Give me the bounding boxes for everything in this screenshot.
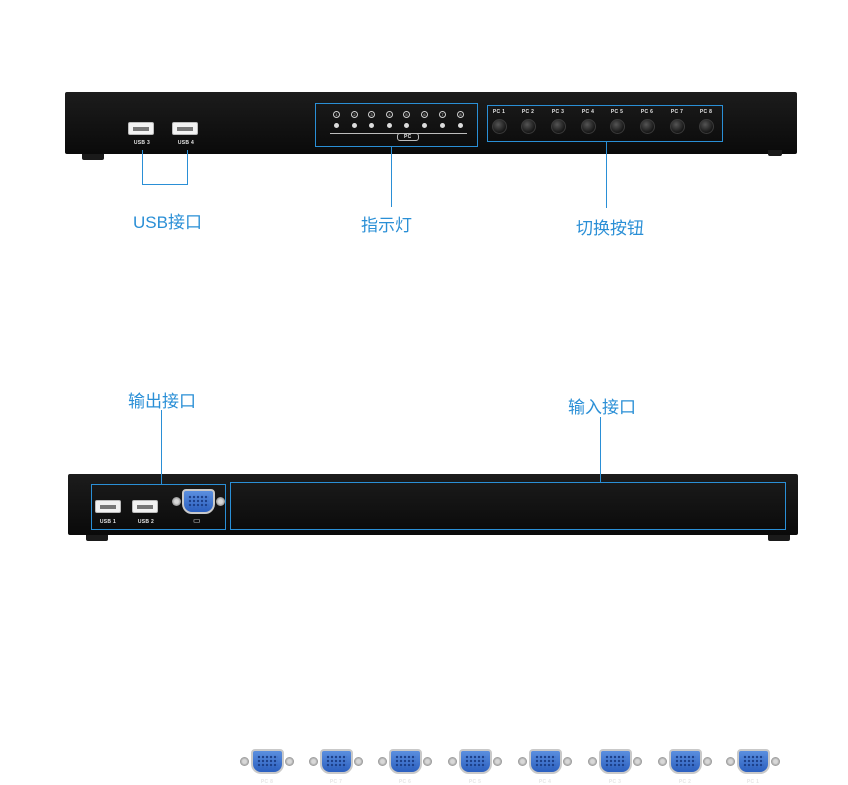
switch-button-4[interactable] bbox=[581, 119, 596, 134]
vga-screw bbox=[493, 757, 502, 766]
vga-screw bbox=[378, 757, 387, 766]
switch-button-7[interactable] bbox=[670, 119, 685, 134]
vga-screw bbox=[726, 757, 735, 766]
caption-usb-interface: USB接口 bbox=[133, 213, 202, 232]
led-number-3: 3 bbox=[368, 111, 375, 118]
vga-input-port bbox=[599, 749, 632, 774]
switch-button-label: PC 8 bbox=[699, 109, 713, 115]
rear-panel-view: USB 1 USB 2 ▭ PC 8 PC 7 PC 6 PC 5 PC 4 PC 3 PC… bbox=[0, 260, 848, 785]
indicator-highlight-box bbox=[315, 103, 478, 147]
caption-output-interface: 输出接口 bbox=[128, 392, 196, 411]
switch-button-label: PC 1 bbox=[492, 109, 506, 115]
vga-screw bbox=[172, 497, 181, 506]
usb-leader-right bbox=[187, 150, 188, 184]
led-indicator-6 bbox=[422, 123, 427, 128]
switch-button-6[interactable] bbox=[640, 119, 655, 134]
led-number-6: 6 bbox=[421, 111, 428, 118]
vga-screw bbox=[658, 757, 667, 766]
vga-input-port bbox=[251, 749, 284, 774]
output-highlight-box bbox=[91, 484, 226, 530]
usb-leader-join bbox=[142, 184, 188, 185]
led-indicator-3 bbox=[369, 123, 374, 128]
vga-input-label: PC 4 bbox=[538, 779, 552, 785]
usb-port-label: USB 2 bbox=[137, 519, 155, 525]
led-indicator-7 bbox=[440, 123, 445, 128]
front-foot-right bbox=[768, 150, 782, 156]
vga-input-port bbox=[320, 749, 353, 774]
switch-button-label: PC 4 bbox=[581, 109, 595, 115]
switch-button-label: PC 6 bbox=[640, 109, 654, 115]
caption-indicator: 指示灯 bbox=[361, 216, 412, 235]
vga-screw bbox=[354, 757, 363, 766]
vga-screw bbox=[448, 757, 457, 766]
vga-screw bbox=[771, 757, 780, 766]
vga-input-label: PC 5 bbox=[468, 779, 482, 785]
switch-button-8[interactable] bbox=[699, 119, 714, 134]
usb-port-2 bbox=[132, 500, 158, 513]
vga-screw bbox=[633, 757, 642, 766]
vga-screw bbox=[518, 757, 527, 766]
vga-input-port bbox=[389, 749, 422, 774]
led-indicator-8 bbox=[458, 123, 463, 128]
vga-input-label: PC 6 bbox=[398, 779, 412, 785]
input-leader bbox=[600, 417, 601, 482]
rear-foot-left bbox=[86, 535, 108, 541]
vga-screw bbox=[588, 757, 597, 766]
vga-input-port bbox=[529, 749, 562, 774]
vga-input-port bbox=[669, 749, 702, 774]
caption-input-interface: 输入接口 bbox=[568, 398, 636, 417]
switch-leader bbox=[606, 142, 607, 208]
usb-port-3 bbox=[128, 122, 154, 135]
led-indicator-5 bbox=[404, 123, 409, 128]
led-number-5: 5 bbox=[403, 111, 410, 118]
usb-port-label: USB 4 bbox=[177, 140, 195, 146]
vga-screw bbox=[240, 757, 249, 766]
switch-button-label: PC 5 bbox=[610, 109, 624, 115]
led-number-1: 1 bbox=[333, 111, 340, 118]
rear-foot-right bbox=[768, 535, 790, 541]
switch-highlight-box bbox=[487, 105, 723, 142]
vga-input-label: PC 2 bbox=[678, 779, 692, 785]
usb-port-label: USB 3 bbox=[133, 140, 151, 146]
vga-input-label: PC 1 bbox=[746, 779, 760, 785]
switch-button-5[interactable] bbox=[610, 119, 625, 134]
vga-input-port bbox=[737, 749, 770, 774]
input-highlight-box bbox=[230, 482, 786, 530]
vga-screw bbox=[423, 757, 432, 766]
led-number-8: 8 bbox=[457, 111, 464, 118]
vga-screw bbox=[216, 497, 225, 506]
usb-port-1 bbox=[95, 500, 121, 513]
led-group-label: PC bbox=[397, 133, 419, 141]
led-indicator-2 bbox=[352, 123, 357, 128]
switch-button-label: PC 7 bbox=[670, 109, 684, 115]
led-indicator-1 bbox=[334, 123, 339, 128]
usb-leader-left bbox=[142, 150, 143, 184]
vga-input-label: PC 8 bbox=[260, 779, 274, 785]
front-panel-view: USB 3 USB 4 1 2 3 4 5 6 7 8 PC PC 1 PC 2 PC 3 PC 4… bbox=[0, 0, 848, 260]
monitor-icon: ▭ bbox=[193, 516, 201, 525]
usb-port-4 bbox=[172, 122, 198, 135]
vga-screw bbox=[285, 757, 294, 766]
vga-input-label: PC 3 bbox=[608, 779, 622, 785]
vga-output-port bbox=[182, 489, 215, 514]
vga-input-port bbox=[459, 749, 492, 774]
vga-screw bbox=[309, 757, 318, 766]
switch-button-1[interactable] bbox=[492, 119, 507, 134]
usb-port-label: USB 1 bbox=[99, 519, 117, 525]
indicator-leader bbox=[391, 147, 392, 207]
caption-switch-buttons: 切换按钮 bbox=[576, 219, 644, 238]
vga-screw bbox=[563, 757, 572, 766]
led-number-2: 2 bbox=[351, 111, 358, 118]
front-foot-left bbox=[82, 154, 104, 160]
switch-button-label: PC 3 bbox=[551, 109, 565, 115]
vga-input-label: PC 7 bbox=[329, 779, 343, 785]
output-leader bbox=[161, 410, 162, 484]
switch-button-3[interactable] bbox=[551, 119, 566, 134]
switch-button-2[interactable] bbox=[521, 119, 536, 134]
vga-screw bbox=[703, 757, 712, 766]
led-indicator-4 bbox=[387, 123, 392, 128]
led-number-7: 7 bbox=[439, 111, 446, 118]
led-number-4: 4 bbox=[386, 111, 393, 118]
switch-button-label: PC 2 bbox=[521, 109, 535, 115]
